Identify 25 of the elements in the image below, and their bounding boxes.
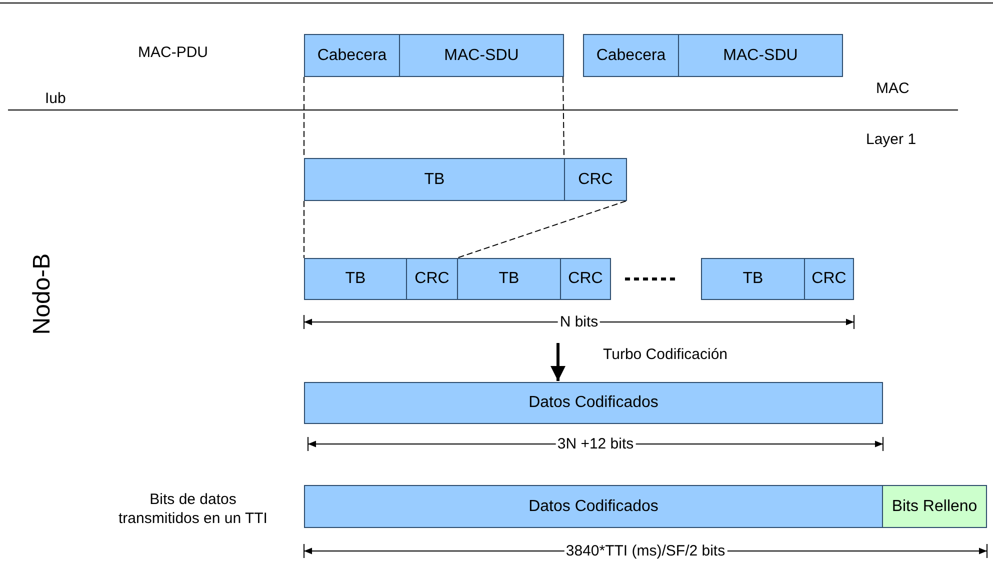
- side-label: Nodo-B: [28, 253, 57, 335]
- layer-label: MAC: [876, 80, 910, 97]
- layer-label: MAC-PDU: [138, 44, 208, 61]
- frame-field: TB: [304, 158, 565, 201]
- frame-field: MAC-SDU: [399, 34, 564, 77]
- frame-field: TB: [701, 258, 805, 300]
- frame-field: CRC: [804, 258, 854, 300]
- mapping-line: [456, 200, 626, 258]
- padding-block: Bits Relleno: [882, 485, 987, 528]
- frame-field: Datos Codificados: [304, 382, 883, 424]
- frame-field: TB: [304, 258, 407, 300]
- frame-field: TB: [457, 258, 561, 300]
- frame-field: Cabecera: [583, 34, 679, 77]
- row-label: Bits de datos transmitidos en un TTI: [118, 490, 268, 528]
- frame-field: MAC-SDU: [678, 34, 843, 77]
- interface-label: Iub: [45, 90, 66, 107]
- layer-label: Layer 1: [866, 131, 916, 148]
- dimension-label: 3840*TTI (ms)/SF/2 bits: [564, 542, 728, 560]
- frame-field: CRC: [560, 258, 611, 300]
- arrow: [550, 343, 566, 381]
- frame-field: CRC: [564, 158, 627, 201]
- edge-label: Turbo Codificación: [603, 346, 728, 363]
- frame-field: CRC: [406, 258, 458, 300]
- frame-field: Cabecera: [304, 34, 400, 77]
- frame-field: Datos Codificados: [304, 485, 883, 528]
